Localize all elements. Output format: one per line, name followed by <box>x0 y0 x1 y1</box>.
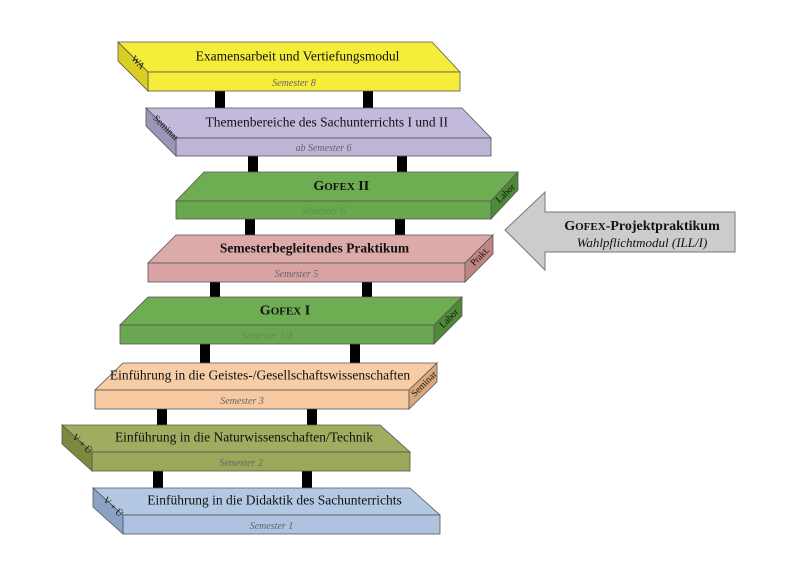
elective-title: GOFEX-Projektpraktikum <box>564 219 720 234</box>
connector-post <box>302 471 312 488</box>
module-title-initial: G <box>260 303 271 318</box>
slab-side-face <box>464 234 494 283</box>
connector-post <box>153 471 163 488</box>
slab-side-face <box>92 487 124 535</box>
connector-post <box>248 156 258 172</box>
semester-label: ab Semester 6 <box>295 143 351 154</box>
module-title: Themenbereiche des Sachunterrichts I und… <box>205 115 448 130</box>
semester-label: Semester 1 <box>250 521 294 532</box>
slab-side-face <box>433 296 463 345</box>
semester-label: Semester 3/4 <box>241 331 292 342</box>
module-title: Einführung in die Naturwissenschaften/Te… <box>115 430 373 445</box>
connector-post <box>362 282 372 297</box>
slab-side-face <box>61 424 93 472</box>
connector-post <box>363 91 373 108</box>
module-title-rest: II <box>355 179 369 194</box>
connector-post <box>350 344 360 363</box>
module-title-smallcaps: OFEX <box>271 305 302 317</box>
module-title: Einführung in die Didaktik des Sachunter… <box>147 493 402 508</box>
module-slab-semester-1: Einführung in die Didaktik des Sachunter… <box>91 487 442 535</box>
slab-side-face <box>490 170 519 221</box>
semester-label: Semester 8 <box>272 78 316 89</box>
semester-label: Semester 5 <box>275 269 319 280</box>
elective-title-smallcaps: OFEX <box>575 221 606 233</box>
module-title-rest: I <box>301 303 310 318</box>
elective-title-suffix: -Projektpraktikum <box>606 219 720 234</box>
slab-side-face <box>117 41 149 92</box>
slab-side-face <box>408 362 438 410</box>
module-slab-semester-2: Einführung in die Naturwissenschaften/Te… <box>60 424 412 472</box>
semester-label: Semester 3 <box>220 396 264 407</box>
module-title: GOFEX II <box>313 179 369 194</box>
module-title-smallcaps: OFEX <box>324 181 355 193</box>
slab-side-face <box>145 107 177 157</box>
connector-post <box>200 344 210 363</box>
semester-label: Semester 6 <box>302 206 346 217</box>
semester-label: Semester 2 <box>219 458 263 469</box>
elective-subtitle: Wahlpflichtmodul (ILL/I) <box>577 235 708 250</box>
elective-title-initial: G <box>564 219 575 234</box>
module-slab-semester-8: Examensarbeit und VertiefungsmodulSemest… <box>117 41 461 92</box>
left-arrow-icon <box>504 190 736 272</box>
connector-post <box>210 282 220 297</box>
module-title: Semesterbegleitendes Praktikum <box>220 240 410 255</box>
module-title: Examensarbeit und Vertiefungsmodul <box>196 49 400 64</box>
connector-post <box>215 91 225 108</box>
connector-post <box>157 409 167 425</box>
module-title-initial: G <box>313 179 324 194</box>
connector-post <box>397 156 407 172</box>
module-slab-semester-3: Einführung in die Geistes-/Gesellschafts… <box>94 362 440 410</box>
connector-post <box>245 219 255 235</box>
connector-post <box>395 219 405 235</box>
module-slab-semester-6-themen: Themenbereiche des Sachunterrichts I und… <box>145 107 492 157</box>
connector-post <box>307 409 317 425</box>
module-title: GOFEX I <box>260 303 310 318</box>
module-title: Einführung in die Geistes-/Gesellschafts… <box>110 368 411 383</box>
